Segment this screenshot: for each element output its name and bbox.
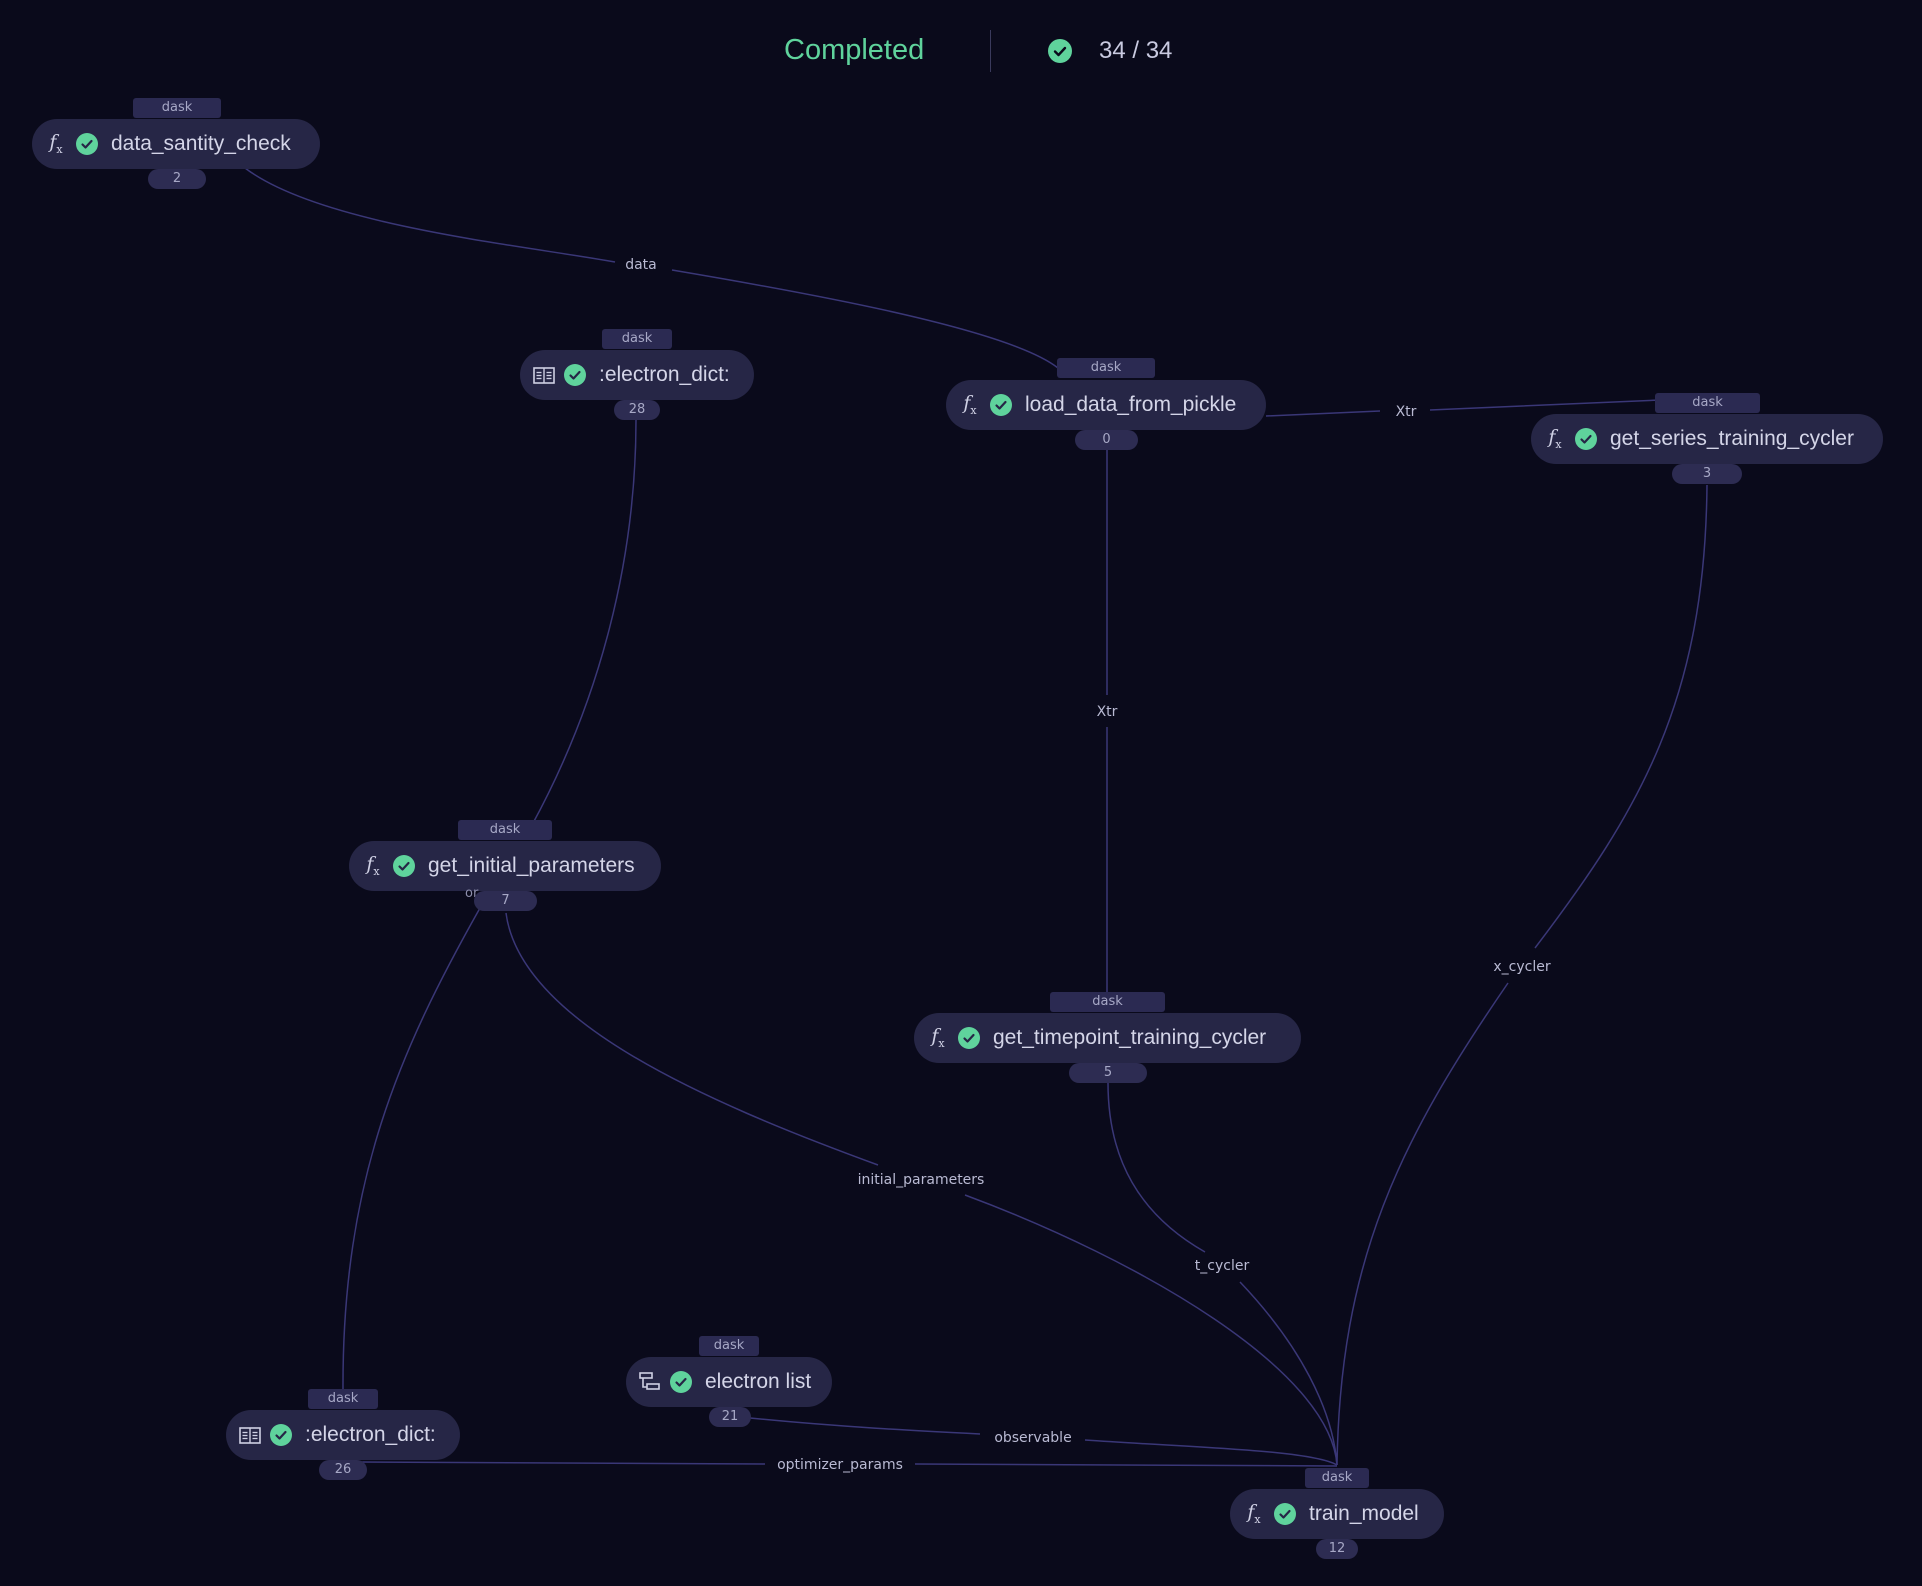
edge-dict28-initial — [531, 419, 637, 826]
node-index-badge: 5 — [1069, 1063, 1147, 1083]
edge-x-cycler — [1336, 484, 1708, 1466]
function-icon: fx — [49, 131, 63, 156]
node-load-data-from-pickle[interactable]: fx load_data_from_pickle — [946, 380, 1266, 430]
executor-tag: dask — [133, 98, 221, 118]
status-bar: Completed 34 / 34 — [0, 28, 1922, 76]
status-text: Completed — [784, 34, 925, 66]
node-index-badge: 21 — [709, 1407, 751, 1427]
function-icon: fx — [366, 853, 380, 878]
edge-initial-dict26 — [342, 907, 481, 1391]
check-circle-icon — [76, 133, 98, 155]
node-index-badge: 12 — [1316, 1539, 1358, 1559]
node-data-santity-check[interactable]: fx data_santity_check — [32, 119, 320, 169]
list-tree-icon — [636, 1368, 664, 1396]
node-get-series-training-cycler[interactable]: fx get_series_training_cycler — [1531, 414, 1883, 464]
node-index-badge: 28 — [614, 400, 660, 420]
edge-label-initial-parameters: initial_parameters — [858, 1172, 985, 1188]
edge-label-x-cycler: x_cycler — [1493, 959, 1550, 975]
edge-label-t-cycler: t_cycler — [1195, 1258, 1250, 1274]
executor-tag: dask — [602, 329, 672, 349]
progress-count: 34 / 34 — [1099, 37, 1173, 64]
check-circle-icon — [1575, 428, 1597, 450]
executor-tag: dask — [1050, 992, 1165, 1012]
node-get-initial-parameters[interactable]: fx get_initial_parameters — [349, 841, 661, 891]
node-index-badge: 2 — [148, 169, 206, 189]
node-label: load_data_from_pickle — [1025, 393, 1237, 416]
check-circle-icon — [990, 394, 1012, 416]
edge-observable — [749, 1417, 1338, 1466]
check-circle-icon — [670, 1371, 692, 1393]
node-label: data_santity_check — [111, 132, 291, 155]
edge-data — [244, 167, 1059, 369]
executor-tag: dask — [308, 1389, 378, 1409]
edge-labels: data Xtr Xtr x_cycler initial_parameters… — [625, 257, 1551, 1473]
node-label: :electron_dict: — [599, 363, 730, 386]
node-get-timepoint-training-cycler[interactable]: fx get_timepoint_training_cycler — [914, 1013, 1301, 1063]
edge-label-data: data — [625, 257, 657, 273]
check-circle-icon — [564, 364, 586, 386]
node-train-model[interactable]: fx train_model — [1230, 1489, 1444, 1539]
status-divider — [990, 30, 991, 72]
node-index-badge: 0 — [1075, 430, 1138, 450]
check-circle-icon — [393, 855, 415, 877]
edge-label-optimizer-params: optimizer_params — [777, 1457, 903, 1473]
node-label: get_series_training_cycler — [1610, 427, 1854, 450]
edge-initial-parameters — [505, 912, 1338, 1466]
executor-tag: dask — [699, 1336, 759, 1356]
executor-tag: dask — [1305, 1468, 1369, 1488]
node-label: :electron_dict: — [305, 1423, 436, 1446]
node-label: get_timepoint_training_cycler — [993, 1026, 1267, 1049]
node-label: electron list — [705, 1370, 812, 1393]
node-index-badge: 7 — [474, 891, 537, 911]
function-icon: fx — [963, 392, 977, 417]
node-label: get_initial_parameters — [428, 854, 635, 877]
edge-label-observable: observable — [994, 1430, 1071, 1446]
node-electron-dict-28[interactable]: :electron_dict: — [520, 350, 754, 400]
node-index-badge: 3 — [1672, 464, 1742, 484]
function-icon: fx — [1247, 1501, 1261, 1526]
dictionary-icon — [530, 361, 558, 389]
check-circle-icon — [1048, 39, 1072, 63]
check-circle-icon — [270, 1424, 292, 1446]
edge-xtr-series — [1265, 399, 1661, 417]
node-electron-dict-26[interactable]: :electron_dict: — [226, 1410, 460, 1460]
check-circle-icon — [1274, 1503, 1296, 1525]
executor-tag: dask — [1655, 393, 1760, 413]
executor-tag: dask — [1057, 358, 1155, 378]
function-icon: fx — [931, 1025, 945, 1050]
edge-optimizer-params — [359, 1461, 1338, 1467]
check-circle-icon — [958, 1027, 980, 1049]
executor-tag: dask — [458, 820, 552, 840]
node-electron-list[interactable]: electron list — [626, 1357, 832, 1407]
edge-label-xtr-series: Xtr — [1396, 404, 1417, 420]
function-icon: fx — [1548, 426, 1562, 451]
edge-t-cycler — [1107, 1082, 1338, 1466]
node-index-badge: 26 — [319, 1460, 367, 1480]
dictionary-icon — [236, 1421, 264, 1449]
node-label: train_model — [1309, 1502, 1419, 1525]
edge-label-xtr-timepoint: Xtr — [1097, 704, 1118, 720]
